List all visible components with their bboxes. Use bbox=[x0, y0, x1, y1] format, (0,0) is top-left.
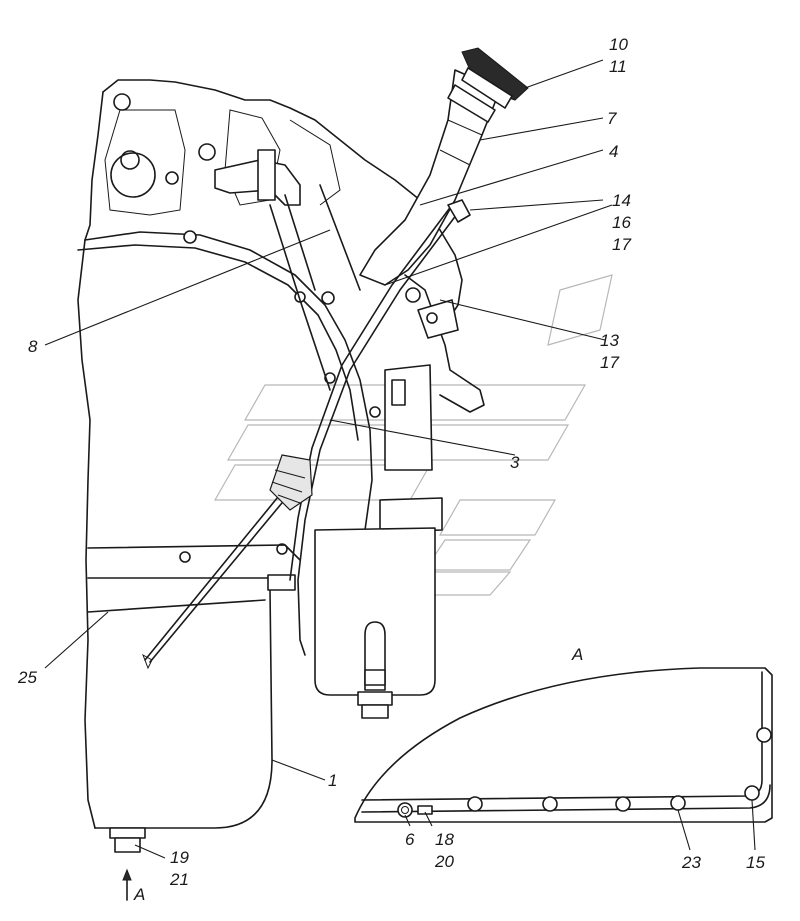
callout-8: 8 bbox=[28, 337, 38, 356]
engine-block bbox=[84, 79, 463, 321]
callout-7: 7 bbox=[607, 109, 617, 128]
view-arrow bbox=[122, 868, 132, 901]
view-arrow-label: A bbox=[133, 885, 145, 904]
callout-21: 21 bbox=[169, 870, 189, 889]
oil-sump bbox=[94, 574, 296, 829]
callout-17-lower: 17 bbox=[600, 353, 619, 372]
flywheel-housing bbox=[77, 230, 381, 566]
callout-19: 19 bbox=[170, 848, 189, 867]
callout-1: 1 bbox=[328, 771, 337, 790]
oil-filler-pipe bbox=[359, 47, 529, 286]
dipstick bbox=[142, 454, 313, 670]
drain-plug bbox=[109, 827, 146, 853]
callout-16: 16 bbox=[612, 213, 631, 232]
callout-14: 14 bbox=[612, 191, 631, 210]
callout-10: 10 bbox=[609, 35, 628, 54]
view-a-detail bbox=[354, 667, 773, 823]
callout-25: 25 bbox=[17, 668, 37, 687]
callout-6: 6 bbox=[405, 830, 415, 849]
callout-23: 23 bbox=[681, 853, 701, 872]
crankcase bbox=[77, 239, 301, 829]
callout-13: 13 bbox=[600, 331, 619, 350]
callout-4: 4 bbox=[609, 142, 618, 161]
callout-18: 18 bbox=[435, 830, 454, 849]
callout-15: 15 bbox=[746, 853, 765, 872]
oil-filter bbox=[314, 364, 443, 719]
leader-lines bbox=[44, 59, 756, 859]
callout-17-upper: 17 bbox=[612, 235, 631, 254]
callout-11: 11 bbox=[609, 57, 627, 76]
oil-tube bbox=[404, 274, 485, 413]
callout-labels: 10 11 7 4 14 16 17 8 13 17 3 A 25 1 19 2… bbox=[17, 35, 765, 904]
dipstick-tube bbox=[289, 199, 471, 656]
callout-20: 20 bbox=[434, 852, 454, 871]
callout-3: 3 bbox=[510, 453, 520, 472]
view-label-a: A bbox=[571, 645, 583, 664]
